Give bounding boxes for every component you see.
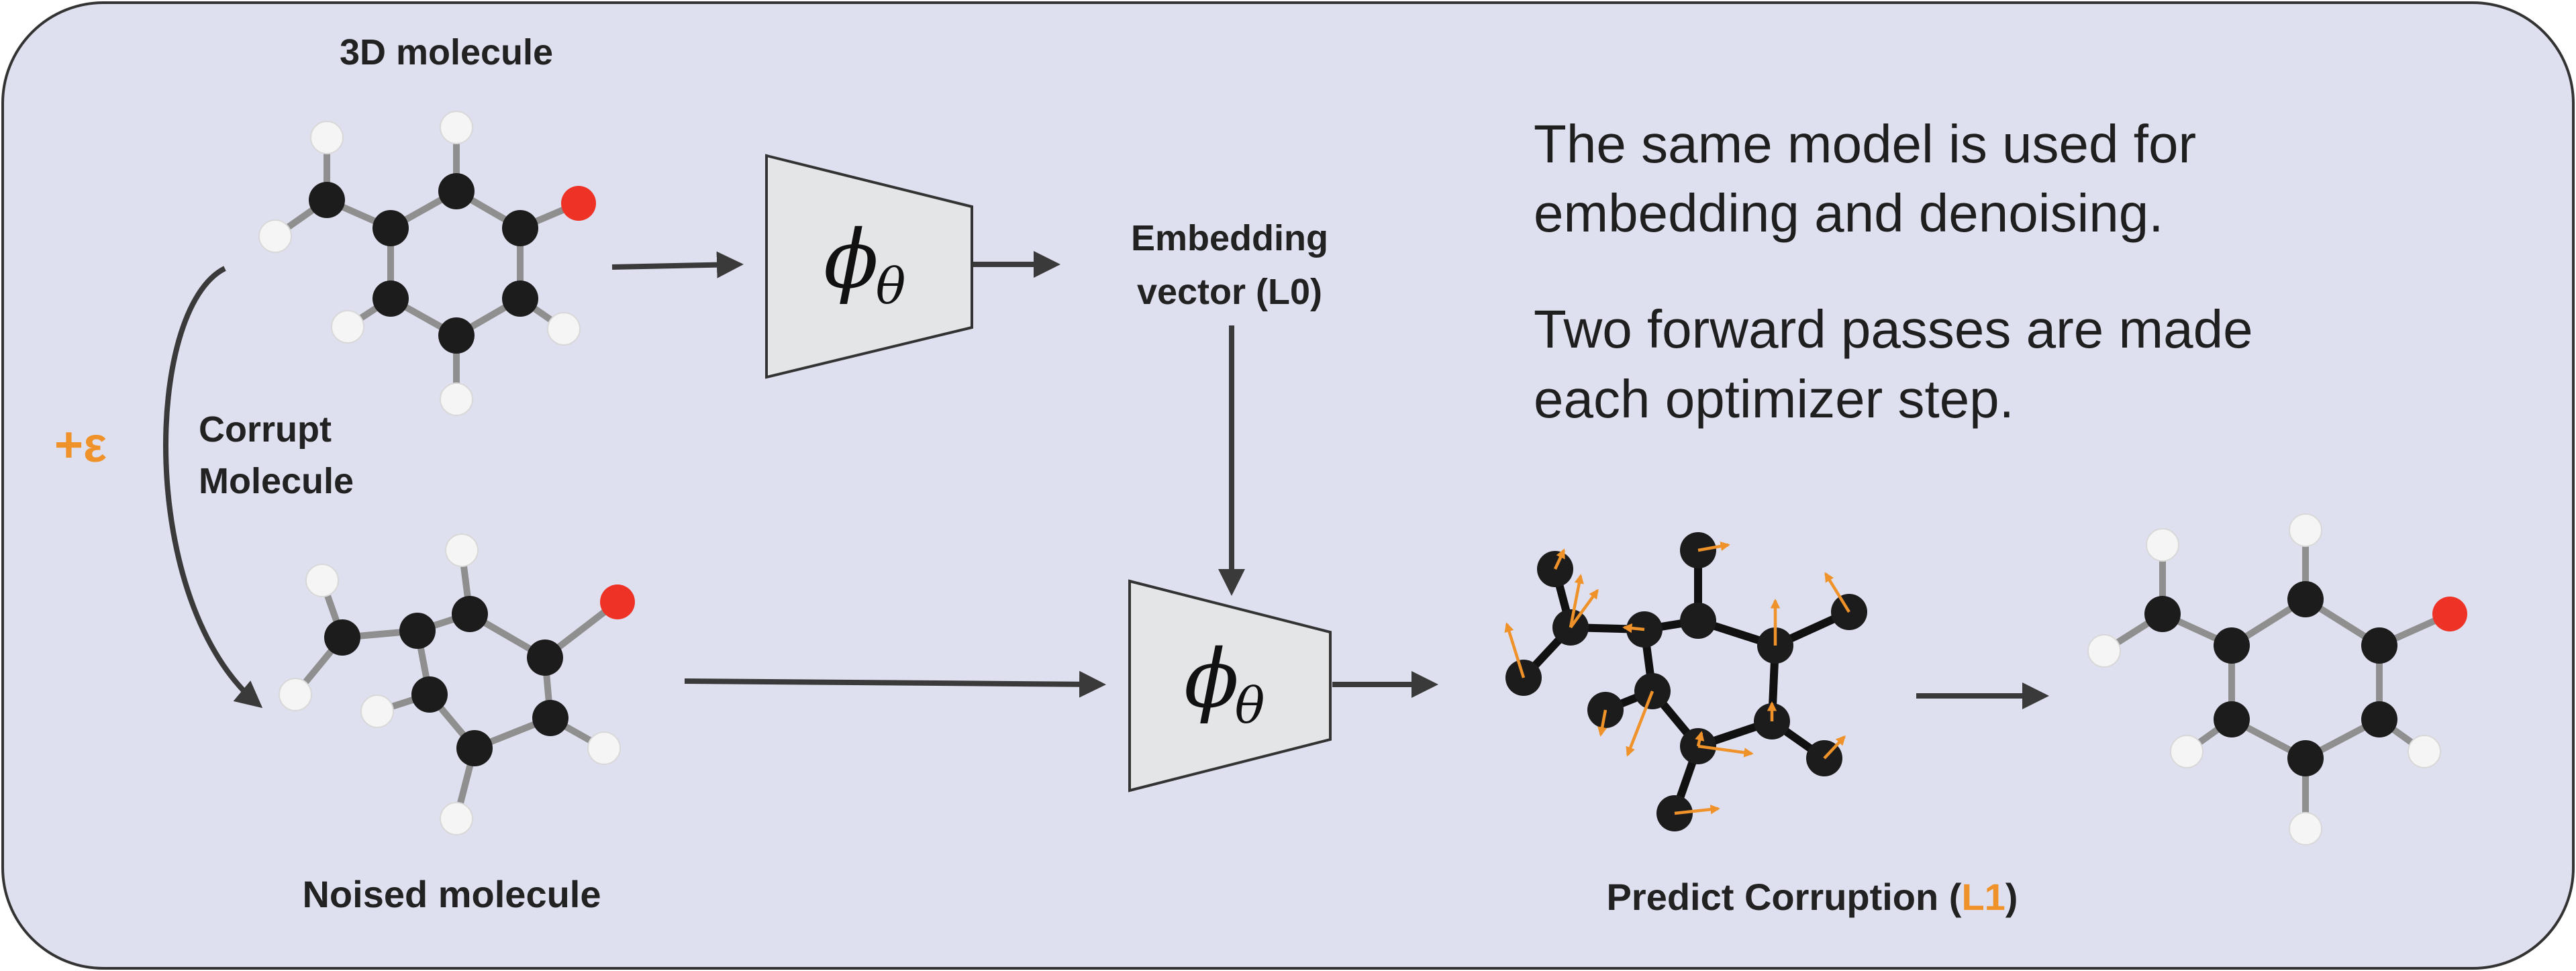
hydrogen-atom: [2289, 812, 2322, 846]
carbon-atom: [532, 700, 568, 736]
label-embedding-line1: Embedding: [1131, 218, 1328, 258]
hydrogen-atom: [2289, 513, 2322, 547]
encoder-model: ϕ θ: [765, 154, 973, 379]
note-passes-line2: each optimizer step.: [1534, 369, 2014, 429]
carbon-atom: [1680, 603, 1716, 639]
hydrogen-atom: [440, 802, 473, 835]
label-noised-molecule: Noised molecule: [302, 873, 601, 915]
hydrogen-atom: [587, 731, 621, 765]
hydrogen-atom: [445, 533, 479, 567]
hydrogen-atom: [2146, 528, 2179, 562]
corruption-vector-arrow: [1823, 735, 1846, 760]
arrow-noised-to-denoiser: [684, 670, 1106, 698]
corruption-vector-arrow: [1569, 589, 1599, 629]
label-embedding-line2: vector (L0): [1137, 272, 1322, 312]
hydrogen-atom: [360, 695, 394, 728]
note-same-model-line1: The same model is used for: [1534, 114, 2196, 174]
denoiser-phi-symbol: ϕ: [1184, 633, 1239, 726]
carbon-atom: [502, 210, 538, 246]
note-same-model-line2: embedding and denoising.: [1534, 183, 2164, 243]
carbon-atom: [527, 640, 563, 676]
corruption-vector-arrow: [1697, 541, 1730, 552]
carbon-atom: [2214, 627, 2250, 664]
hydrogen-atom: [258, 219, 292, 253]
carbon-atom: [373, 280, 409, 317]
encoder-theta-subscript: θ: [876, 258, 906, 315]
label-epsilon: +ε: [54, 417, 107, 472]
hydrogen-atom: [2408, 735, 2441, 768]
arrow-molecule-to-encoder: [611, 251, 744, 278]
hydrogen-atom: [331, 310, 364, 344]
label-corrupt-line1: Corrupt: [199, 409, 332, 450]
carbon-atom: [438, 173, 475, 209]
hydrogen-atom: [310, 121, 344, 154]
denoiser-model: ϕ θ: [1128, 579, 1332, 793]
carbon-atom: [2287, 581, 2324, 617]
carbon-atom: [2214, 701, 2250, 737]
carbon-atom: [2361, 627, 2397, 664]
denoised-molecule: [2087, 513, 2467, 846]
carbon-atom: [399, 613, 436, 649]
hydrogen-atom: [547, 312, 581, 346]
note-passes-line1: Two forward passes are made: [1534, 299, 2253, 359]
predicted-corruption-molecule: [1504, 532, 1867, 831]
carbon-atom: [452, 596, 488, 632]
input-molecule: [258, 111, 596, 416]
predict-prefix: Predict Corruption (: [1607, 876, 1962, 918]
hydrogen-atom: [2087, 634, 2121, 668]
label-corrupt-line2: Molecule: [199, 461, 354, 501]
carbon-atom: [411, 676, 448, 713]
corruption-vector-arrow: [1622, 623, 1645, 633]
denoiser-trapezoid: [1128, 579, 1332, 793]
label-3d-molecule: 3D molecule: [340, 32, 553, 72]
corruption-vector-arrow: [1695, 731, 1705, 747]
oxygen-atom: [2432, 597, 2467, 631]
hydrogen-atom: [440, 382, 473, 416]
corruption-vector-arrow: [1697, 744, 1754, 758]
carbon-atom: [324, 619, 360, 656]
oxygen-atom: [561, 186, 596, 221]
encoder-trapezoid: [765, 154, 973, 379]
oxygen-atom: [600, 584, 635, 619]
carbon-atom: [2287, 740, 2324, 776]
corruption-vector-arrow: [1504, 622, 1526, 678]
corruption-vector-arrow: [1626, 691, 1654, 757]
denoiser-theta-subscript: θ: [1235, 677, 1265, 735]
noised-molecule: [279, 533, 635, 835]
hydrogen-atom: [440, 111, 473, 144]
corruption-vector-arrow: [1597, 709, 1607, 737]
carbon-atom: [373, 210, 409, 246]
label-predict-corruption: Predict Corruption (L1): [1607, 876, 2018, 918]
corrupt-arrow: [163, 266, 263, 709]
corruption-vector-arrow: [1824, 572, 1850, 613]
carbon-atom: [309, 182, 345, 218]
carbon-atom: [502, 280, 538, 317]
carbon-atom: [456, 730, 493, 766]
hydrogen-atom: [305, 564, 339, 597]
predict-loss-l1: L1: [1961, 876, 2005, 918]
encoder-phi-symbol: ϕ: [824, 213, 879, 307]
corruption-vector-arrow: [1569, 574, 1584, 628]
carbon-atom: [2144, 596, 2181, 632]
hydrogen-atom: [2170, 735, 2203, 768]
carbon-atom: [2361, 701, 2397, 737]
hydrogen-atom: [279, 678, 312, 711]
predict-suffix: ): [2005, 876, 2018, 918]
corruption-vector-arrow: [1553, 548, 1566, 570]
carbon-atom: [438, 317, 475, 354]
corruption-vector-arrow: [1674, 805, 1720, 815]
